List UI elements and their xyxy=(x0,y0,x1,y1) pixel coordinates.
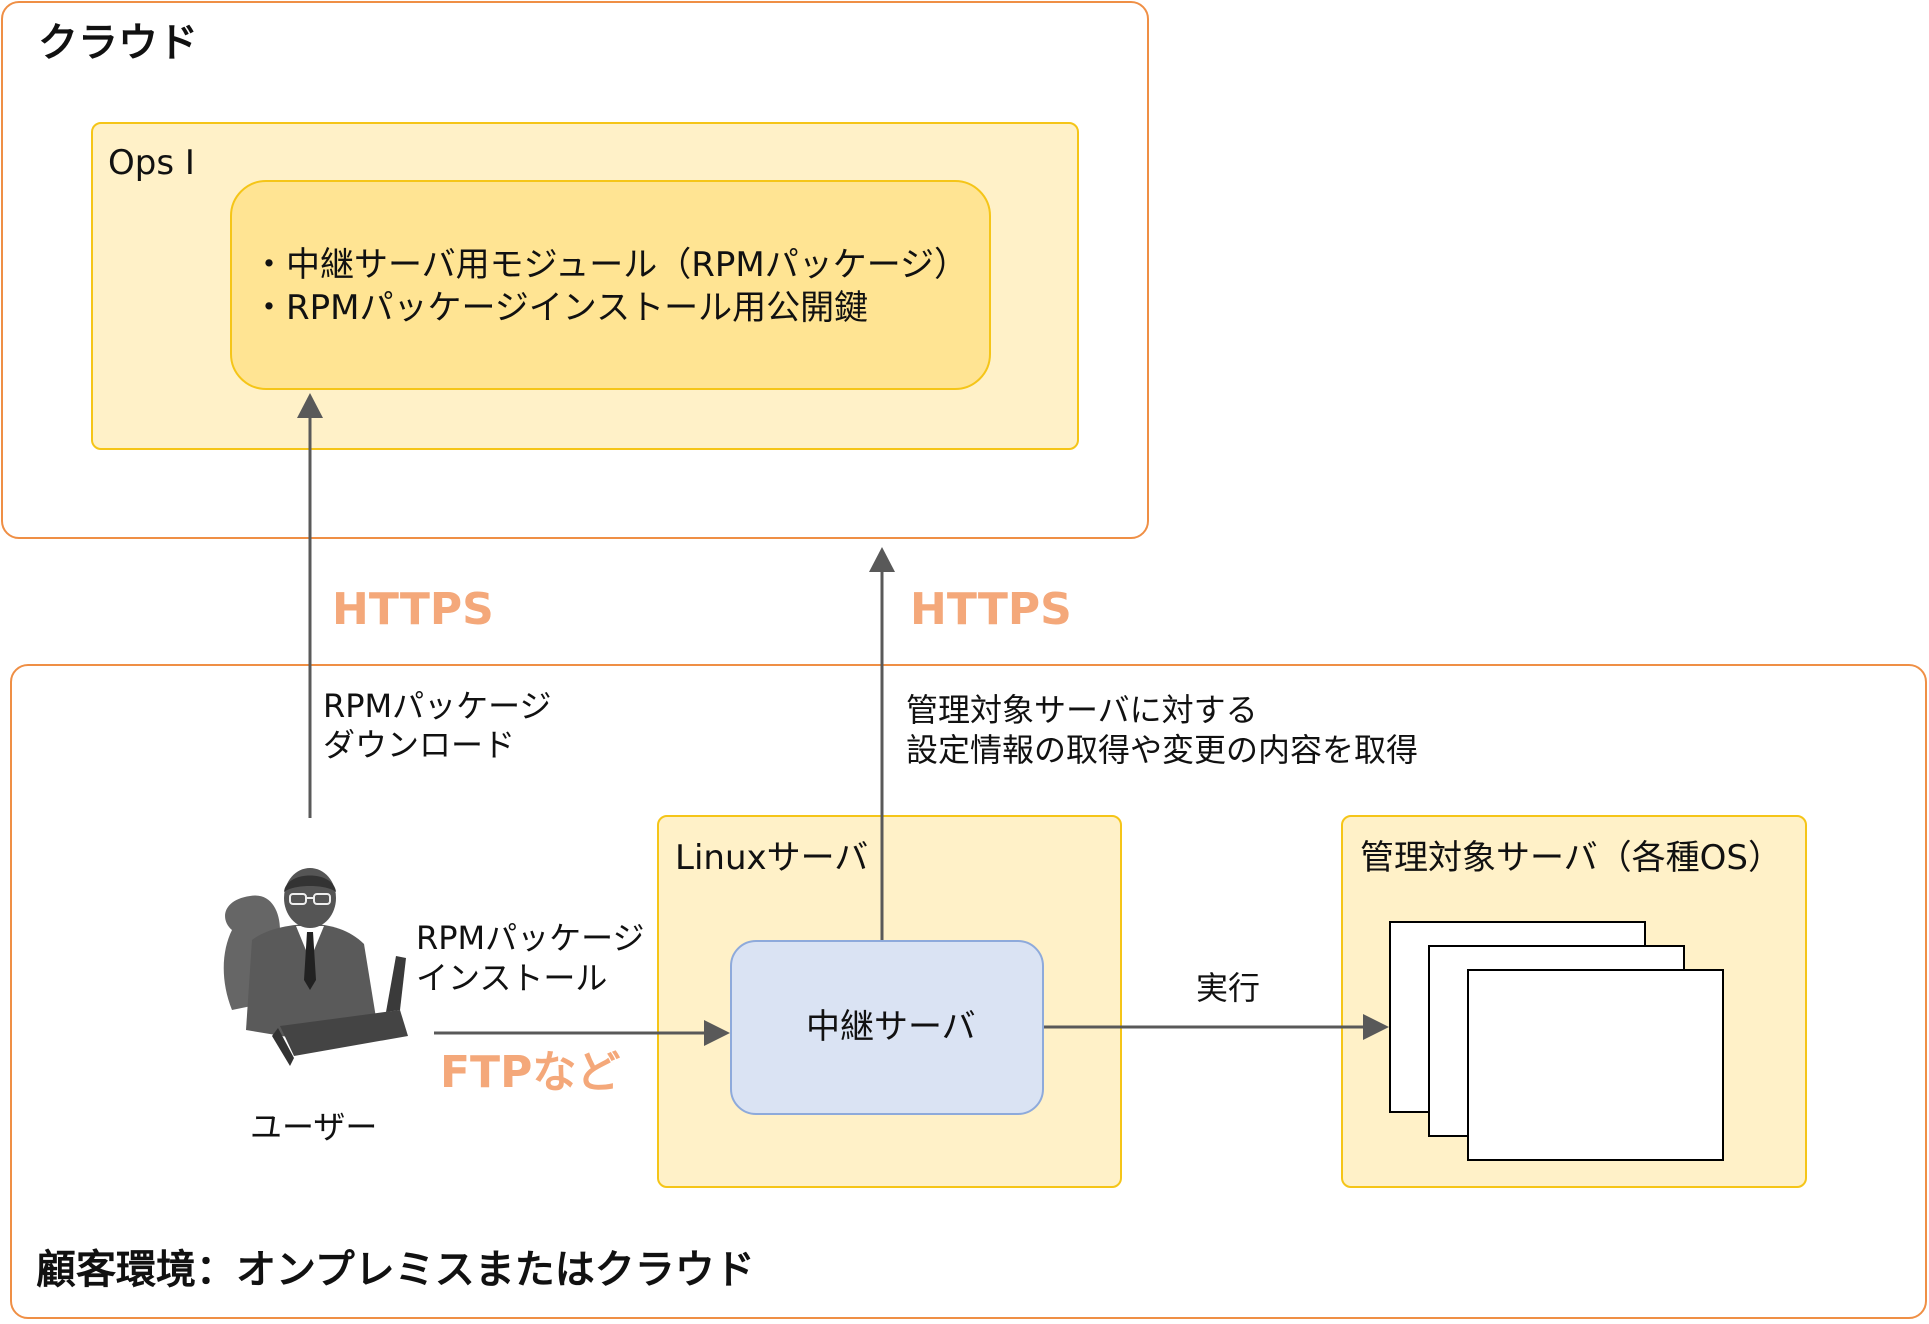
relay-server-label: 中継サーバ xyxy=(806,1007,976,1047)
download-label-2: ダウンロード xyxy=(323,726,516,764)
download-arrow xyxy=(297,393,323,818)
download-protocol: HTTPS xyxy=(332,584,494,635)
install-arrow xyxy=(434,1020,730,1046)
managed-server-label: 管理対象サーバ（各種OS） xyxy=(1360,838,1783,878)
execute-label: 実行 xyxy=(1196,969,1261,1007)
execute-arrow xyxy=(1044,1014,1389,1040)
acquire-label-2: 設定情報の取得や変更の内容を取得 xyxy=(906,731,1419,769)
user-icon xyxy=(223,868,408,1066)
install-protocol: FTPなど xyxy=(440,1047,621,1098)
module-box xyxy=(230,180,991,390)
relay-server-box xyxy=(730,940,1044,1115)
customer-region xyxy=(10,664,1927,1319)
module-line-2: ・RPMパッケージインストール用公開鍵 xyxy=(252,288,869,328)
customer-title: 顧客環境：オンプレミスまたはクラウド xyxy=(36,1247,755,1293)
module-line-1: ・中継サーバ用モジュール（RPMパッケージ） xyxy=(252,245,969,285)
install-label-2: インストール xyxy=(416,959,608,997)
acquire-label-1: 管理対象サーバに対する xyxy=(906,691,1258,729)
server-stack-page-3 xyxy=(1467,969,1724,1161)
linux-server-label: Linuxサーバ xyxy=(675,838,869,878)
cloud-region xyxy=(1,1,1149,539)
user-label: ユーザー xyxy=(250,1108,378,1146)
acquire-protocol: HTTPS xyxy=(910,584,1072,635)
acquire-arrow xyxy=(869,547,895,940)
download-label-1: RPMパッケージ xyxy=(323,687,552,725)
cloud-title: クラウド xyxy=(38,20,198,66)
install-label-1: RPMパッケージ xyxy=(416,919,645,957)
ops-i-label: Ops I xyxy=(108,143,195,183)
